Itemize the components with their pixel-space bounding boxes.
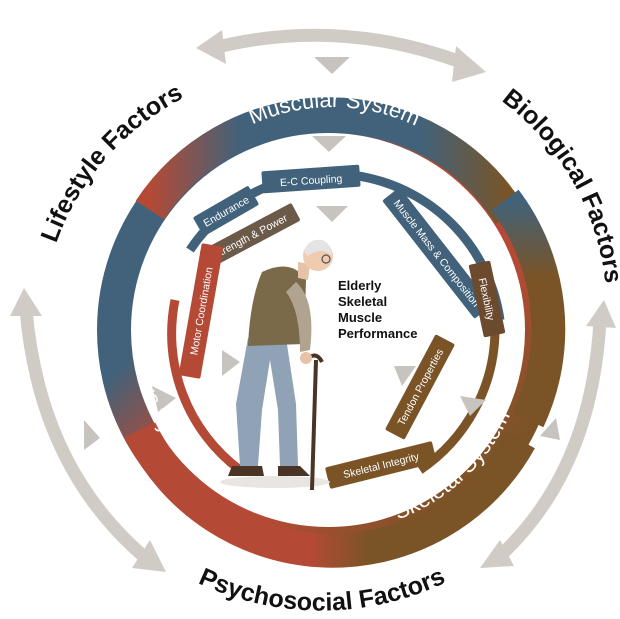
inner-triangle-2	[316, 206, 348, 222]
system-ring-top	[135, 97, 525, 225]
hair	[304, 239, 332, 256]
center-line-3: Muscle	[338, 310, 382, 325]
left-arrow-head-bottom	[132, 540, 166, 572]
shoe-left	[228, 466, 264, 476]
lifestyle-factors-label: Lifestyle Factors	[35, 78, 187, 245]
outer-triangle-left	[84, 420, 100, 450]
center-line-2: Skeletal	[338, 294, 387, 309]
inner-triangle-3	[222, 350, 240, 376]
inner-triangle-5	[394, 366, 416, 386]
arm	[286, 282, 312, 352]
top-arrow-head-right	[452, 46, 486, 82]
glasses	[321, 254, 331, 264]
inner-triangle-4	[152, 386, 176, 412]
left-double-arrow	[19, 303, 155, 567]
ec-coupling-label: E-C Coupling	[280, 173, 343, 189]
center-title: Elderly Skeletal Muscle Performance	[338, 278, 417, 341]
inner-arc-left	[167, 299, 243, 474]
component-box-tendon-properties: Tendon Properties	[385, 334, 455, 440]
inner-triangle-1	[312, 136, 346, 152]
center-line-4: Performance	[338, 326, 417, 341]
component-box-flexibility: Flexibility	[468, 260, 506, 338]
cane	[310, 359, 318, 491]
psychosocial-factors-label: Psychosocial Factors	[195, 562, 449, 617]
system-ring-right	[491, 189, 566, 428]
component-box-motor-coordination: Motor Coordination	[178, 243, 224, 379]
system-ring-bottom	[124, 422, 535, 568]
outer-triangle-top	[314, 57, 350, 74]
center-line-1: Elderly	[338, 278, 382, 293]
left-arrow-head-top	[10, 288, 42, 316]
elderly-person-illustration	[220, 239, 333, 491]
shoe-right	[278, 466, 310, 476]
right-arrow-head-bottom	[480, 540, 514, 568]
hand	[300, 352, 312, 364]
component-box-ec-coupling: E-C Coupling	[261, 164, 361, 194]
legs	[236, 338, 298, 466]
shadow	[220, 476, 330, 488]
neck	[298, 262, 310, 280]
inner-triangles	[152, 136, 486, 416]
right-arrow-head-top	[586, 300, 616, 328]
top-arrow-head-left	[196, 30, 226, 64]
tendon-properties-label: Tendon Properties	[396, 347, 447, 428]
outer-triangles	[84, 57, 560, 450]
torso	[248, 266, 306, 346]
inner-triangle-6	[460, 396, 486, 416]
outer-cycle-arrows	[10, 28, 616, 572]
top-double-arrow	[207, 28, 473, 71]
component-box-skeletal-integrity: Skeletal Integrity	[325, 441, 437, 489]
right-double-arrow	[493, 313, 607, 563]
outer-triangle-right	[540, 418, 560, 440]
